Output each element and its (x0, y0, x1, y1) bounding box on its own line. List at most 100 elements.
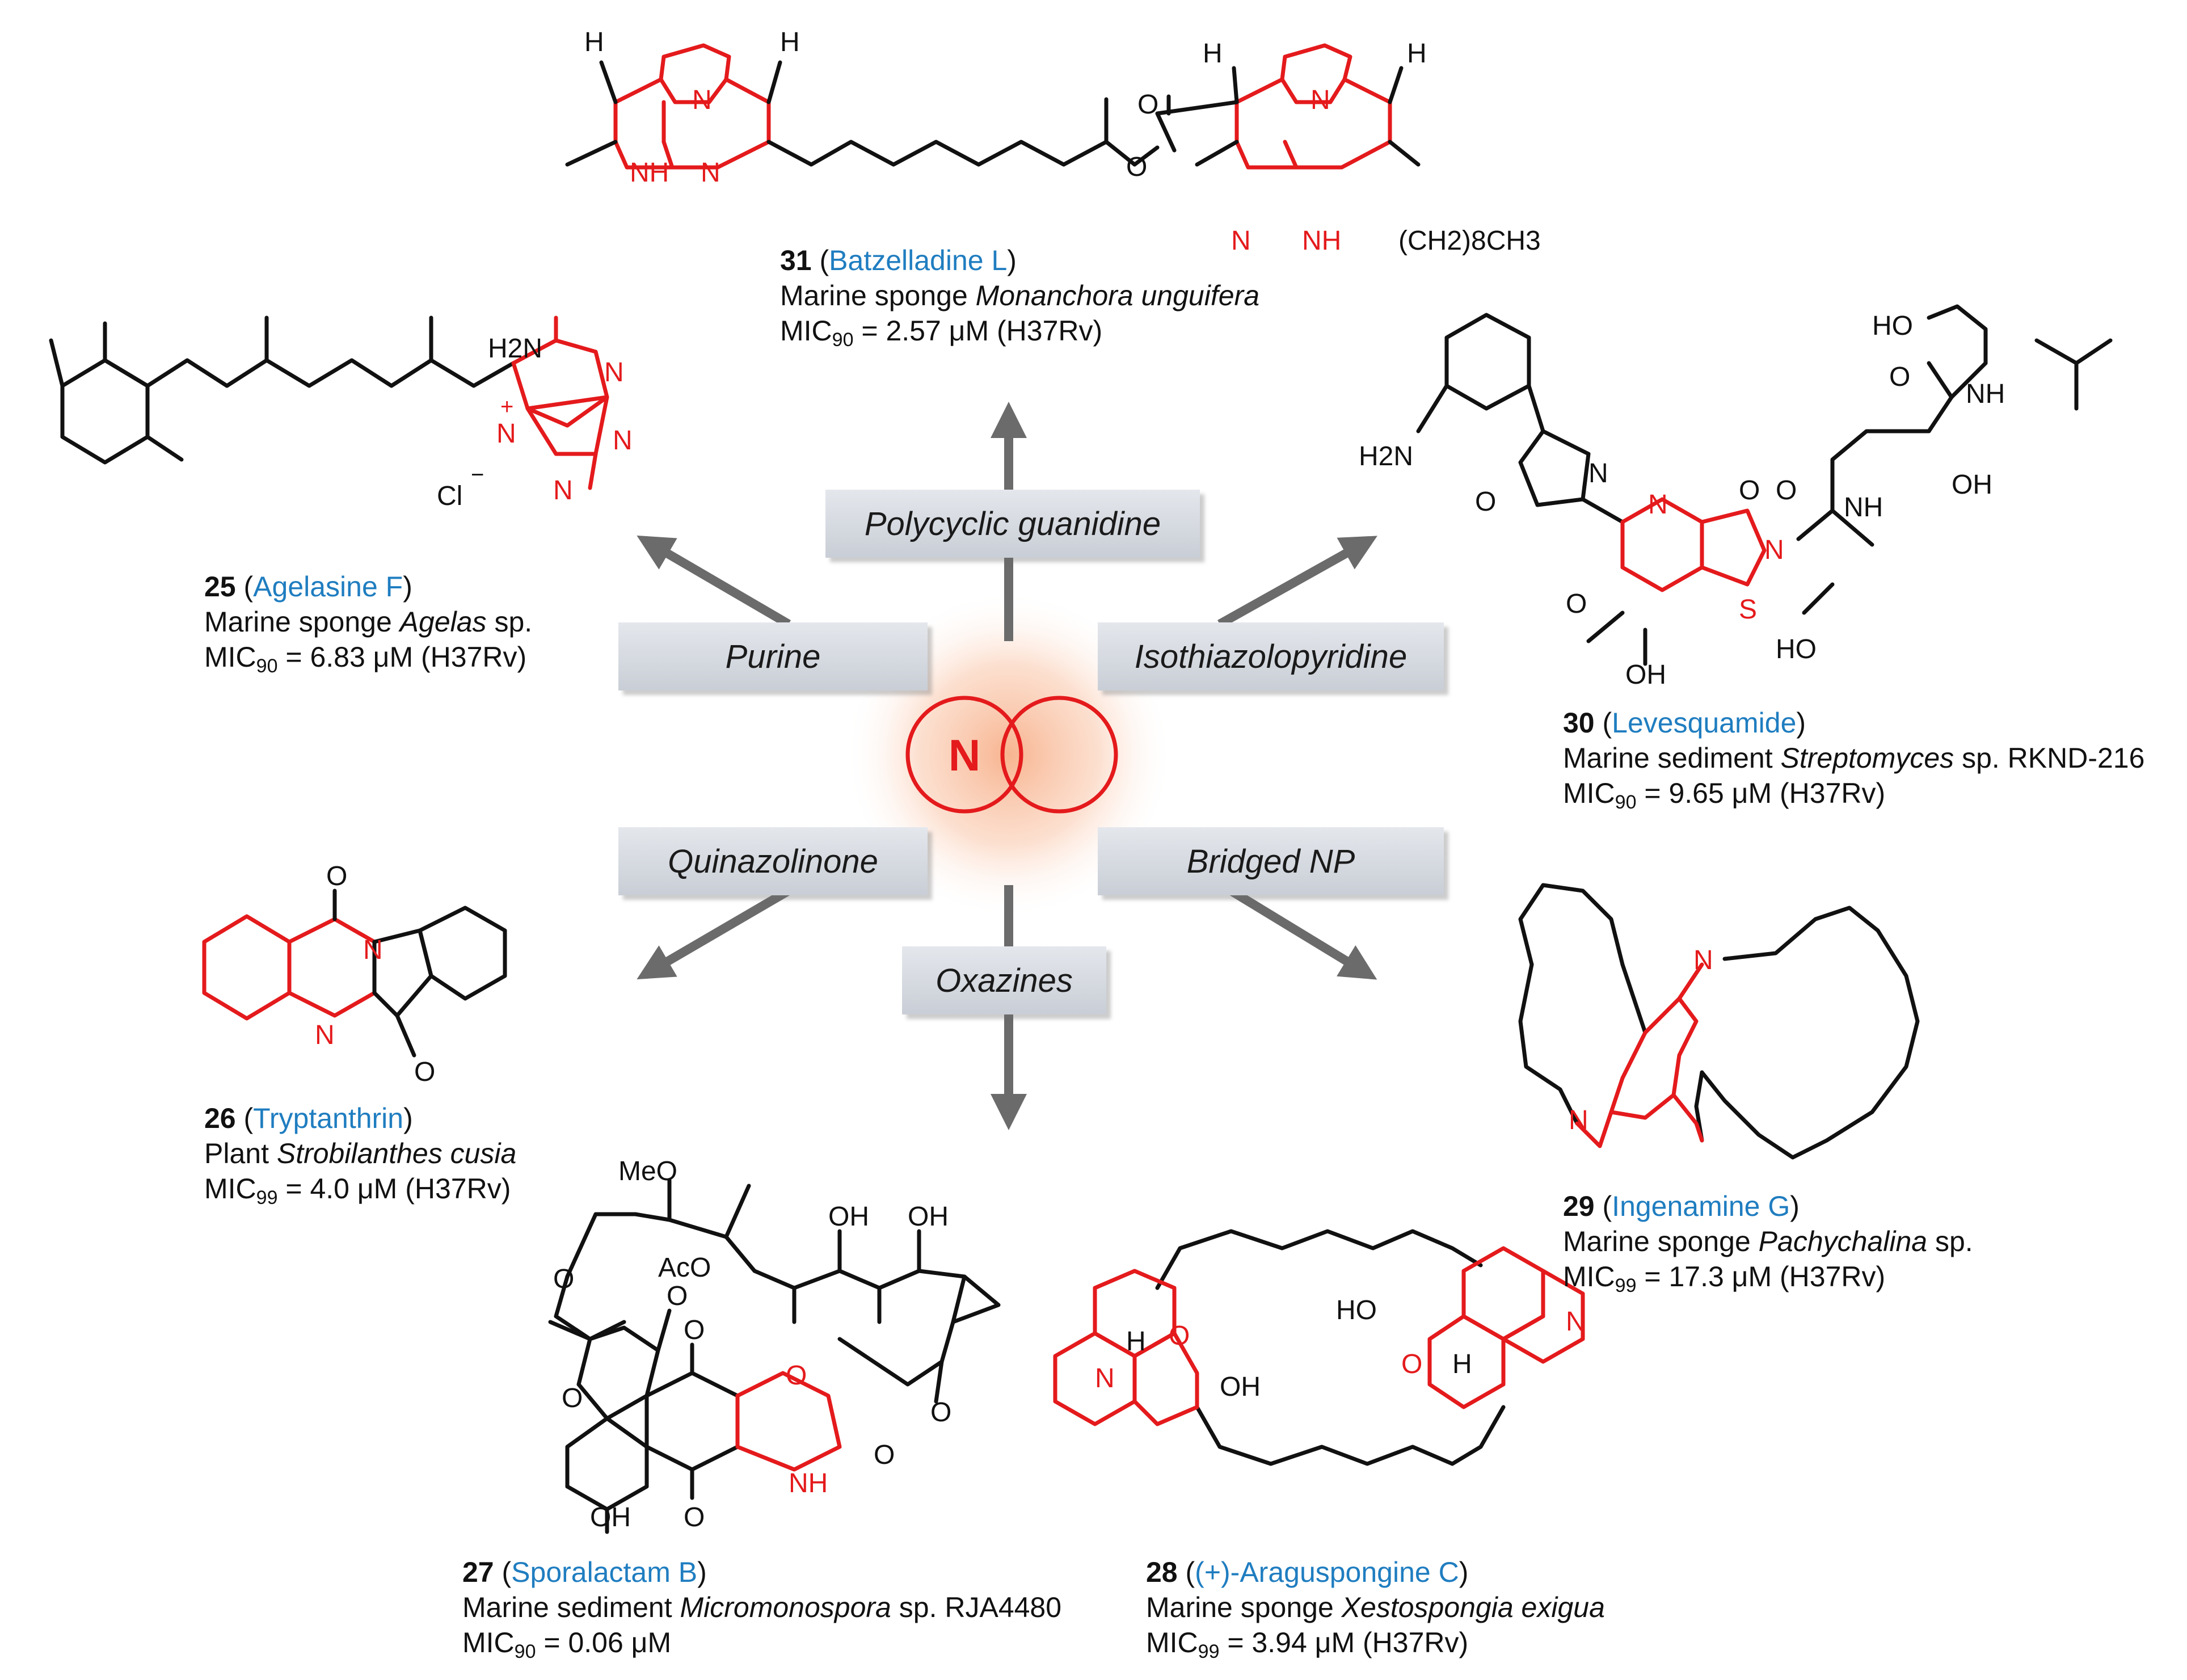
atom-n: N (1693, 945, 1713, 975)
atom-ho: HO (1872, 311, 1913, 341)
hub-atom-label: N (949, 730, 980, 780)
atom-nh: NH (789, 1468, 828, 1498)
atom-o: O (667, 1281, 688, 1311)
atom-h: H (780, 27, 800, 57)
atom-n: N (1231, 226, 1251, 256)
atom-cl: Cl (437, 481, 462, 511)
atom-oh: OH (1625, 660, 1666, 690)
arrow-upper-left (637, 535, 791, 628)
hub-ring-left (905, 696, 1023, 814)
source-suffix: sp. RKND-216 (1954, 742, 2145, 774)
mic-subscript: 99 (256, 1187, 278, 1209)
atom-n: N (553, 475, 573, 506)
atom-n: N (363, 935, 383, 965)
atom-o: O (1739, 475, 1760, 506)
atom-nh: NH (630, 158, 669, 188)
structure-ingenamine-g: N N (1518, 883, 1920, 1160)
structure-agelasine-f: H2N N N N N + Cl − (49, 315, 633, 511)
mic-label: MIC (204, 641, 256, 673)
mic-label: MIC (462, 1627, 515, 1658)
caption-araguspongine-c: 28 ((+)-Araguspongine C) Marine sponge X… (1146, 1556, 1605, 1662)
source-prefix: Plant (204, 1138, 277, 1169)
mic-value: = 2.57 μM (H37Rv) (853, 315, 1103, 347)
atom-h: H (584, 27, 604, 57)
atom-o: O (1475, 487, 1496, 517)
atom-o: O (930, 1397, 951, 1428)
source-species: Streptomyces (1780, 742, 1954, 774)
compound-number: 29 (1563, 1190, 1595, 1222)
atom-o: O (1401, 1349, 1422, 1379)
mic-value: = 4.0 μM (H37Rv) (277, 1173, 511, 1205)
atom-o: O (786, 1361, 807, 1391)
atom-o: O (562, 1383, 583, 1413)
compound-name: Agelasine F (253, 571, 403, 603)
scaffold-polycyclic-guanidine: Polycyclic guanidine (825, 490, 1200, 558)
atom-oh: OH (908, 1202, 949, 1232)
structure-levesquamide: H2N N O N O N S O OH HO O NH OH O NH HO (1359, 304, 2113, 690)
atom-o: O (1566, 589, 1587, 619)
mic-value: = 17.3 μM (H37Rv) (1636, 1261, 1886, 1292)
structure-araguspongine-c: H O N OH HO N O H (1053, 1229, 1586, 1466)
caption-batzelladine-l: 31 (Batzelladine L) Marine sponge Monanc… (780, 245, 1259, 351)
compound-name: Tryptanthrin (253, 1102, 404, 1134)
mic-label: MIC (1563, 1261, 1615, 1292)
compound-name: Batzelladine L (829, 245, 1008, 276)
atom-n: N (1310, 85, 1330, 115)
scaffold-purine: Purine (618, 622, 928, 690)
scaffold-quinazolinone: Quinazolinone (618, 827, 928, 895)
mic-subscript: 90 (514, 1641, 536, 1662)
mic-subscript: 99 (1615, 1275, 1637, 1296)
atom-oh: OH (828, 1202, 869, 1232)
mic-subscript: 90 (832, 329, 854, 351)
atom-n: N (1566, 1307, 1586, 1337)
atom-n: N (1588, 458, 1608, 489)
arrow-lower-left (637, 887, 791, 980)
mic-label: MIC (1563, 777, 1615, 809)
compound-name: Levesquamide (1612, 707, 1797, 739)
atom-oh: OH (1220, 1372, 1261, 1402)
compound-number: 26 (204, 1102, 236, 1134)
mic-value: = 0.06 μM (536, 1627, 672, 1658)
scaffold-oxazines: Oxazines (902, 946, 1106, 1014)
atom-h: H (1126, 1327, 1146, 1357)
atom-o: O (326, 861, 347, 891)
compound-number: 28 (1146, 1556, 1178, 1588)
mic-value: = 6.83 μM (H37Rv) (277, 641, 527, 673)
atom-n: N (1569, 1105, 1588, 1135)
caption-agelasine-f: 25 (Agelasine F) Marine sponge Agelas sp… (204, 571, 533, 677)
atom-h2n: H2N (1359, 441, 1413, 471)
atom-s: S (1739, 595, 1757, 625)
atom-n: N (1095, 1363, 1115, 1393)
source-prefix: Marine sponge (1563, 1226, 1759, 1257)
source-prefix: Marine sponge (780, 280, 976, 311)
mic-label: MIC (1146, 1627, 1198, 1658)
caption-levesquamide: 30 (Levesquamide) Marine sediment Strept… (1563, 707, 2145, 813)
source-prefix: Marine sponge (1146, 1591, 1342, 1623)
atom-h2n: H2N (488, 334, 542, 364)
mic-label: MIC (204, 1173, 256, 1205)
atom-nh: NH (1302, 226, 1341, 256)
atom-o: O (1126, 152, 1147, 182)
source-prefix: Marine sediment (462, 1591, 680, 1623)
source-species: Agelas (399, 606, 487, 638)
atom-o: O (414, 1057, 435, 1087)
atom-nh: NH (1844, 492, 1883, 523)
source-suffix: sp. (1927, 1226, 1973, 1257)
atom-n: N (613, 426, 633, 456)
source-prefix: Marine sponge (204, 606, 400, 638)
arrow-lower-right (1228, 887, 1377, 980)
hub-ring-right (1000, 696, 1118, 814)
mic-label: MIC (780, 315, 832, 347)
atom-minus: − (471, 462, 484, 487)
source-species: Xestospongia exigua (1341, 1591, 1605, 1623)
compound-number: 27 (462, 1556, 494, 1588)
atom-n: N (692, 85, 712, 115)
atom-n: N (315, 1020, 335, 1050)
mic-subscript: 99 (1198, 1641, 1220, 1662)
structure-batzelladine-l: H H N NH N O O H H N N NH (CH2)8CH3 (565, 27, 1541, 256)
compound-number: 25 (204, 571, 236, 603)
compound-name: (+)-Araguspongine C (1195, 1556, 1459, 1588)
atom-h: H (1203, 39, 1223, 69)
arrow-upper-right (1217, 536, 1377, 628)
atom-oh: OH (1952, 470, 1992, 500)
